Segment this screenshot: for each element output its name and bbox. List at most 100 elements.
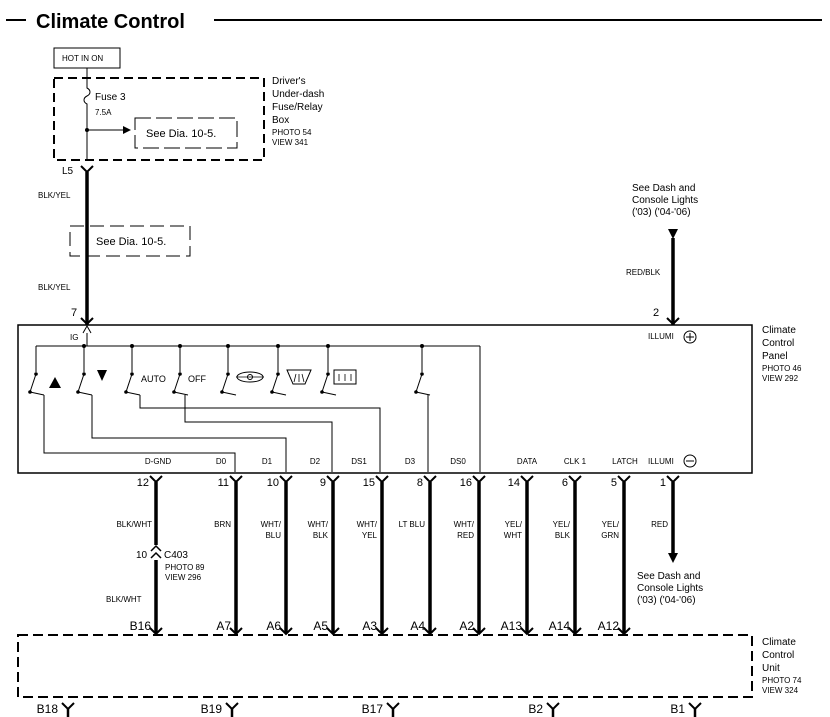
pin-2-label: 2 (653, 307, 659, 319)
fuse-box-photo: PHOTO 54 (272, 128, 312, 137)
hot-in-on-label: HOT IN ON (62, 54, 103, 63)
pin-label: 6 (562, 477, 568, 489)
wire-blkwht-lower: BLK/WHT (106, 595, 142, 604)
connector-label: B17 (362, 702, 384, 716)
wire-color-label: RED (651, 520, 668, 529)
connector-label: B2 (528, 702, 543, 716)
c403-connector-symbol (150, 544, 162, 559)
wire-color-label: WHT (504, 531, 522, 540)
see-dia-mid-box (69, 225, 191, 257)
panel-name-3: Panel (762, 351, 788, 362)
switch-2 (124, 344, 141, 396)
fuse-box-name-4: Box (272, 115, 289, 126)
pin-label: 15 (363, 477, 375, 489)
ig-label: IG (70, 333, 78, 342)
wire-color-label: YEL/ (602, 520, 620, 529)
connector-b17: B17 (362, 702, 400, 717)
wire-color-label: WHT/ (357, 520, 378, 529)
wire-color-label: WHT/ (454, 520, 475, 529)
wire-color-label: BLK (313, 531, 329, 540)
terminal-ds1: DS1 (351, 457, 367, 466)
switch-6 (320, 344, 337, 396)
see-dash-bottom-2: Console Lights (637, 583, 703, 594)
rear-defrost-icon (333, 369, 357, 385)
switch-4 (220, 344, 237, 396)
wire-color-label: YEL/ (553, 520, 571, 529)
connector-label: B19 (201, 702, 223, 716)
connector-b19: B19 (201, 702, 239, 717)
recirc-icon (236, 371, 264, 383)
unit-name-3: Unit (762, 663, 780, 674)
switch-3 (172, 344, 189, 396)
panel-name-1: Climate (762, 325, 796, 336)
terminal-d0: D0 (216, 457, 227, 466)
panel-photo: PHOTO 46 (762, 364, 802, 373)
wire-color-label: LT BLU (399, 520, 426, 529)
see-dash-top-1: See Dash and (632, 183, 695, 194)
see-dash-bottom-1: See Dash and (637, 571, 700, 582)
fuse-box-name-3: Fuse/Relay (272, 102, 323, 113)
illumi-plus-symbol (683, 330, 697, 344)
unit-name-2: Control (762, 650, 794, 661)
unit-pin-label: A2 (459, 619, 474, 633)
l5-connector-symbol (80, 165, 94, 174)
pin-label: 12 (137, 477, 149, 489)
connector-b1: B1 (670, 702, 702, 717)
connector-b18: B18 (37, 702, 75, 717)
wire-color-label: BLU (265, 531, 281, 540)
panel-view: VIEW 292 (762, 374, 799, 383)
see-dash-top-2: Console Lights (632, 195, 698, 206)
see-dash-bottom-3: ('03) ('04-'06) (637, 595, 696, 606)
c403-name: C403 (164, 550, 188, 561)
pin-label: 14 (508, 477, 520, 489)
wire-color-label: YEL (362, 531, 378, 540)
terminal-d3: D3 (405, 457, 416, 466)
pin-label: 8 (417, 477, 423, 489)
fuse-box-name-1: Driver's (272, 76, 306, 87)
off-label: OFF (188, 374, 206, 384)
switch-5 (270, 344, 287, 396)
temp-up-icon (49, 377, 61, 388)
illumi-plus-label: ILLUMI (648, 332, 674, 341)
terminal-d2: D2 (310, 457, 321, 466)
illumi-minus-symbol (683, 454, 697, 468)
fuse-see-ref: See Dia. 10-5. (146, 128, 216, 140)
fuse-see-ref-box (134, 117, 238, 149)
unit-pin-label: A7 (216, 619, 231, 633)
unit-pin-label: A4 (410, 619, 425, 633)
pin-label: 10 (267, 477, 279, 489)
pin-label: 9 (320, 477, 326, 489)
pin-label: 11 (218, 477, 229, 489)
fuse-relay-box (53, 77, 265, 161)
panel-name-2: Control (762, 338, 794, 349)
pin-label: 1 (660, 477, 666, 489)
fuse-3-label: Fuse 3 (95, 92, 126, 103)
wire-color-label: YEL/ (505, 520, 523, 529)
connector-label: B18 (37, 702, 59, 716)
pin-label: 5 (611, 477, 617, 489)
illumi-minus-label: ILLUMI (648, 457, 674, 466)
unit-pin-label: B16 (130, 619, 152, 633)
unit-view: VIEW 324 (762, 686, 799, 695)
terminal-d1: D1 (262, 457, 273, 466)
fuse-box-view: VIEW 341 (272, 138, 309, 147)
pin-label: 16 (460, 477, 472, 489)
auto-label: AUTO (141, 374, 166, 384)
unit-pin-label: A12 (598, 619, 620, 633)
unit-pin-label: A5 (313, 619, 328, 633)
unit-name-1: Climate (762, 637, 796, 648)
panel-matrix (43, 395, 429, 472)
harness-wires: 12BLK/WHTB1611BRNA710WHT/BLUA69WHT/BLKA5… (116, 475, 680, 636)
wire-blkyel-upper: BLK/YEL (38, 191, 71, 200)
c403-view: VIEW 296 (165, 573, 202, 582)
switch-1 (76, 344, 93, 396)
l5-label: L5 (62, 166, 74, 177)
wire-blkyel-lower: BLK/YEL (38, 283, 71, 292)
